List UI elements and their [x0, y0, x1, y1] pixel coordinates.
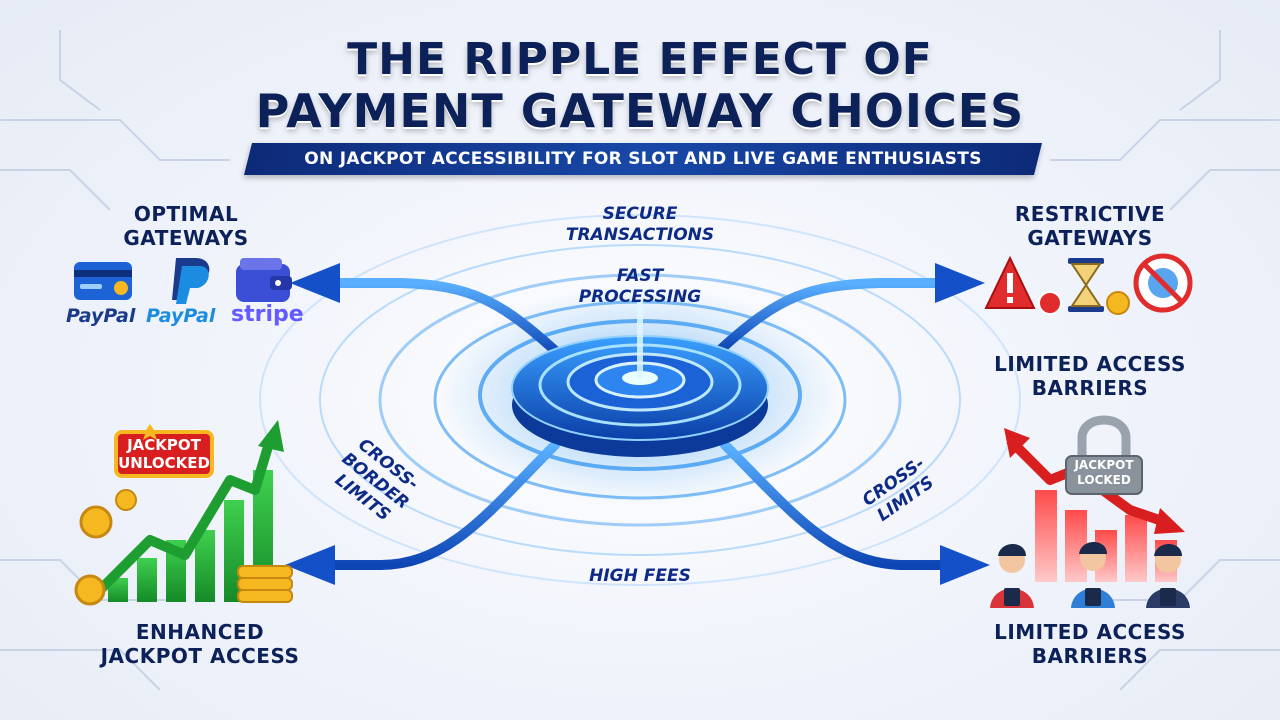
restrictive-gateways-heading: RESTRICTIVE GATEWAYS: [1014, 202, 1166, 250]
brand-paypal-2: PayPal: [146, 305, 215, 327]
title-line-2: PAYMENT GATEWAY CHOICES: [255, 84, 1025, 138]
subtitle: ON JACKPOT ACCESSIBILITY FOR SLOT AND LI…: [304, 149, 982, 169]
credit-card-icon: [74, 262, 132, 300]
jackpot-unlocked-badge: [114, 424, 214, 478]
warning-icon: [984, 255, 1062, 315]
fast-processing-label: FAST PROCESSING: [578, 266, 702, 307]
paypal-icon: [172, 258, 210, 304]
hourglass-icon: [1068, 258, 1130, 315]
blocked-globe-icon: [1133, 253, 1193, 313]
frustrated-users: [990, 542, 1190, 608]
wallet-icon: [236, 258, 292, 302]
optimal-gateways-heading: OPTIMAL GATEWAYS: [123, 202, 249, 250]
brand-paypal-1: PayPal: [66, 305, 135, 327]
jackpot-unlocked-label: JACKPOT UNLOCKED: [118, 436, 210, 472]
brand-stripe: stripe: [231, 302, 304, 327]
brand-paypal-1-text: PayPal: [66, 305, 136, 327]
enhanced-jackpot-access-label: ENHANCED JACKPOT ACCESS: [100, 620, 300, 668]
brand-paypal-2-text: PayPal: [146, 305, 216, 327]
central-hub: [511, 300, 769, 457]
flow-arrows: [315, 278, 955, 570]
arrow-heads: [285, 263, 990, 585]
jackpot-locked-label: JACKPOT LOCKED: [1074, 458, 1134, 487]
secure-transactions-label: SECURE TRANSACTIONS: [565, 204, 715, 245]
title-line-1: THE RIPPLE EFFECT OF: [347, 34, 933, 85]
padlock-icon: [1065, 415, 1143, 495]
brand-stripe-text: stripe: [231, 302, 304, 327]
high-fees-label: HIGH FEES: [589, 566, 691, 586]
coin-icons: [74, 489, 293, 606]
limited-access-barriers-heading: LIMITED ACCESS BARRIERS: [994, 352, 1186, 400]
limited-access-barriers-label: LIMITED ACCESS BARRIERS: [994, 620, 1186, 668]
